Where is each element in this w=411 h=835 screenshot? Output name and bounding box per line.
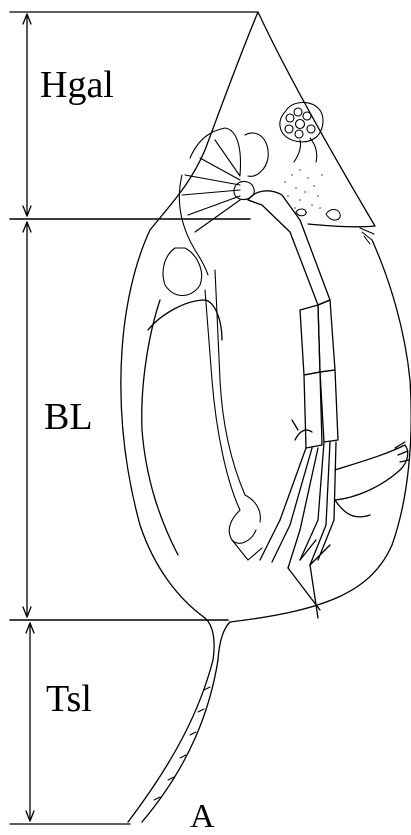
second-antenna — [248, 191, 338, 618]
antennal-fan — [179, 128, 268, 275]
tail-spine-length-label: Tsl — [46, 680, 92, 718]
postabdominal-claw — [335, 442, 409, 517]
panel-label: A — [190, 800, 215, 834]
thoracic-limbs — [163, 248, 262, 560]
compound-eye — [280, 102, 323, 162]
body-length-label: BL — [44, 398, 93, 436]
inner-carapace-line — [142, 300, 178, 555]
carapace-outline — [121, 12, 411, 660]
body-left-margin — [121, 230, 214, 660]
helmet-length-label: Hgal — [40, 66, 114, 104]
helmet-outline — [150, 12, 375, 230]
